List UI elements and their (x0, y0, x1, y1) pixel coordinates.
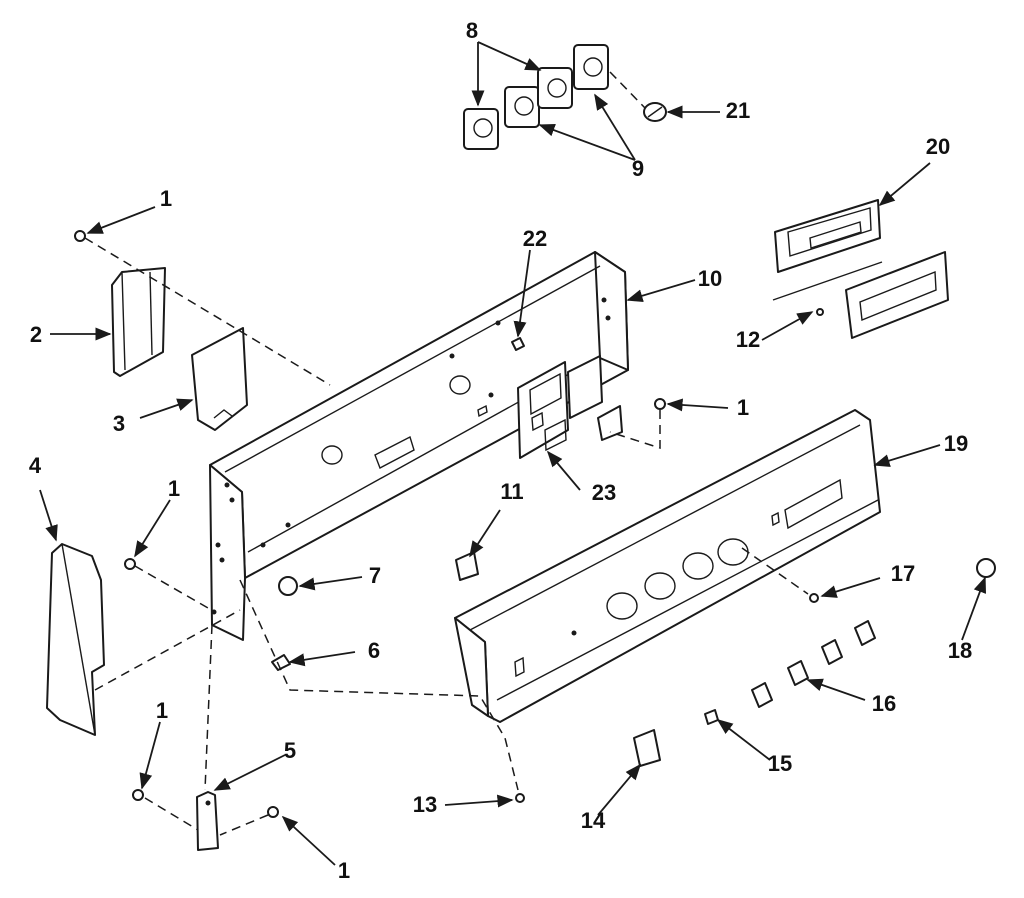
clock-assembly (772, 199, 949, 339)
callout-labels: 1 2 3 4 1 7 6 1 5 1 8 9 21 20 10 12 1 22… (29, 18, 972, 883)
switch-11 (455, 551, 479, 581)
callout-7: 7 (369, 563, 381, 588)
right-bracket (191, 327, 248, 431)
nut-7 (278, 576, 298, 596)
knob-18 (976, 558, 996, 578)
assembly-lines (84, 71, 809, 836)
left-bracket (111, 267, 166, 377)
callout-14: 14 (581, 808, 606, 833)
switch-3 (537, 67, 573, 109)
callout-19: 19 (944, 431, 968, 456)
callout-17: 17 (891, 561, 915, 586)
callout-12: 12 (736, 327, 760, 352)
callout-6: 6 (368, 638, 380, 663)
clip-15 (704, 709, 719, 725)
switch-2 (504, 86, 540, 128)
callout-18: 18 (948, 638, 972, 663)
callout-10: 10 (698, 266, 722, 291)
rocker-14 (633, 729, 661, 767)
callout-1-mid-left: 1 (168, 476, 180, 501)
callout-22: 22 (523, 226, 547, 251)
callout-16: 16 (872, 691, 896, 716)
callout-5: 5 (284, 738, 296, 763)
callout-1-bottom-left: 1 (156, 698, 168, 723)
callout-1-right: 1 (737, 395, 749, 420)
knobs-16 (751, 620, 876, 708)
callout-21: 21 (726, 98, 750, 123)
callout-15: 15 (768, 751, 792, 776)
leader-lines (39, 41, 987, 866)
screws (74, 230, 824, 818)
switch-1 (463, 108, 499, 150)
clip-6 (271, 654, 291, 671)
callout-4: 4 (29, 453, 42, 478)
callout-23: 23 (592, 480, 616, 505)
mounting-bracket (196, 791, 219, 851)
callout-1-top-left: 1 (160, 186, 172, 211)
callout-9: 9 (632, 156, 644, 181)
callout-20: 20 (926, 134, 950, 159)
infinite-switches (463, 44, 609, 150)
callout-11: 11 (500, 479, 523, 504)
washer-21 (643, 102, 667, 122)
clip-22 (511, 337, 525, 351)
control-panel (454, 409, 881, 723)
end-cap (46, 543, 105, 736)
callout-1-bottom: 1 (338, 858, 350, 883)
callout-8: 8 (466, 18, 478, 43)
callout-3: 3 (113, 411, 125, 436)
callout-13: 13 (413, 792, 437, 817)
switch-4 (573, 44, 609, 90)
callout-2: 2 (30, 322, 42, 347)
control-board (517, 355, 623, 459)
